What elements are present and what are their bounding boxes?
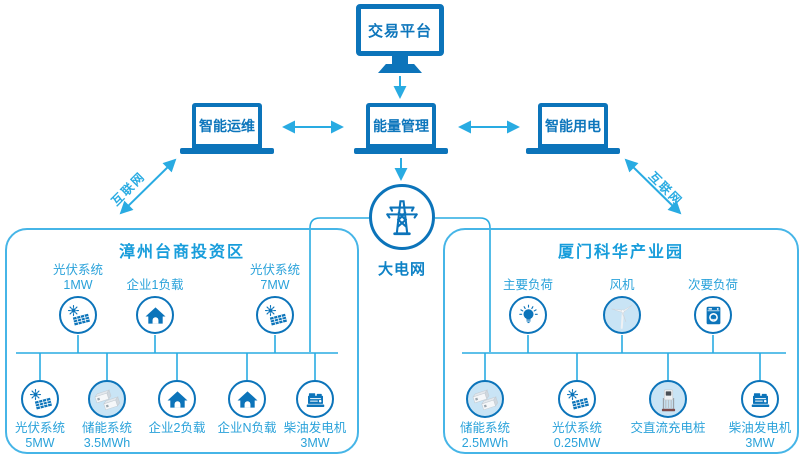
- node-main-load: 主要负荷: [483, 263, 573, 334]
- node-label-name: 光伏系统: [14, 421, 65, 435]
- smart-power-use-node: 智能用电: [526, 103, 620, 154]
- laptop-base: [354, 148, 448, 154]
- node-label-value: 3MW: [300, 436, 330, 450]
- smart-om-node: 智能运维: [180, 103, 274, 154]
- node-label-name: 风机: [609, 278, 635, 292]
- energy-management-label: 能量管理: [373, 117, 429, 134]
- node-charging-pile: 交直流充电桩: [623, 380, 713, 436]
- node-diesel-3mw-left: 柴油发电机 3MW: [270, 380, 360, 451]
- node-label: 风机: [609, 263, 634, 293]
- node-label-name: 柴油发电机: [283, 421, 347, 435]
- laptop-icon: 智能用电: [538, 103, 608, 148]
- node-secondary-load: 次要负荷: [668, 263, 758, 334]
- node-wind-turbine: 风机: [577, 263, 667, 334]
- node-label: 次要负荷: [688, 263, 738, 293]
- node-label: 主要负荷: [503, 263, 553, 293]
- node-label-value: 5MW: [25, 436, 55, 450]
- laptop-base: [526, 148, 620, 154]
- zhangzhou-park-title: 漳州台商投资区: [118, 244, 245, 261]
- laptop-base: [180, 148, 274, 154]
- charging-pile-icon: [649, 380, 687, 418]
- node-label-name: 企业2负载: [148, 421, 206, 435]
- node-diesel-3mw-right: 柴油发电机 3MW: [715, 380, 800, 451]
- node-label-name: 光伏系统: [249, 263, 300, 277]
- internet-label-right: 互联网: [645, 169, 686, 209]
- node-label: 企业1负载: [127, 263, 184, 293]
- battery-storage-icon: [466, 380, 504, 418]
- diesel-generator-icon: [296, 380, 334, 418]
- node-label-name: 企业1负载: [126, 278, 184, 292]
- node-pv-0p25mw: 光伏系统 0.25MW: [532, 380, 622, 451]
- power-grid-node: [369, 184, 435, 250]
- node-label: 储能系统 3.5MWh: [82, 421, 132, 451]
- smart-power-use-label: 智能用电: [545, 117, 601, 134]
- house-icon: [158, 380, 196, 418]
- house-icon: [228, 380, 266, 418]
- node-label-name: 光伏系统: [52, 263, 103, 277]
- pv-icon: [59, 296, 97, 334]
- node-label: 企业N负载: [217, 421, 276, 436]
- node-label-name: 企业N负载: [217, 421, 277, 435]
- node-label: 光伏系统 1MW: [53, 263, 103, 293]
- node-label-name: 交直流充电桩: [630, 421, 706, 435]
- xiamen-park-title: 厦门科华产业园: [557, 244, 684, 261]
- energy-management-node: 能量管理: [354, 103, 448, 154]
- bulb-icon: [509, 296, 547, 334]
- node-label-value: 1MW: [63, 278, 93, 292]
- zhangzhou-park-box: 漳州台商投资区: [5, 228, 359, 454]
- node-label: 柴油发电机 3MW: [284, 421, 347, 451]
- node-label: 光伏系统 0.25MW: [552, 421, 602, 451]
- node-label: 交直流充电桩: [630, 421, 705, 436]
- node-label-value: 7MW: [260, 278, 290, 292]
- monitor-stand: [392, 56, 408, 64]
- node-label: 储能系统 2.5MWh: [460, 421, 510, 451]
- node-enterprise2-load: 企业2负载: [132, 380, 222, 436]
- house-icon: [136, 296, 174, 334]
- node-label: 柴油发电机 3MW: [729, 421, 792, 451]
- node-label-name: 柴油发电机: [728, 421, 792, 435]
- wind-turbine-icon: [603, 296, 641, 334]
- trading-platform-node: 交易平台: [356, 4, 444, 73]
- node-label-value: 3.5MWh: [83, 436, 131, 450]
- monitor-base: [378, 64, 422, 73]
- transmission-tower-icon: [381, 196, 423, 238]
- pv-icon: [558, 380, 596, 418]
- diesel-generator-icon: [741, 380, 779, 418]
- smart-om-label: 智能运维: [199, 117, 255, 134]
- node-label-value: 3MW: [745, 436, 775, 450]
- node-label-name: 主要负荷: [502, 278, 553, 292]
- node-label: 企业2负载: [149, 421, 206, 436]
- node-pv-7mw: 光伏系统 7MW: [230, 263, 320, 334]
- node-pv-1mw: 光伏系统 1MW: [33, 263, 123, 334]
- node-label-name: 次要负荷: [687, 278, 738, 292]
- node-enterprise1-load: 企业1负载: [110, 263, 200, 334]
- laptop-icon: 能量管理: [366, 103, 436, 148]
- node-storage-2p5mwh: 储能系统 2.5MWh: [440, 380, 530, 451]
- washing-machine-icon: [694, 296, 732, 334]
- node-label-name: 光伏系统: [551, 421, 602, 435]
- node-label-name: 储能系统: [459, 421, 510, 435]
- pv-icon: [256, 296, 294, 334]
- node-label: 光伏系统 7MW: [250, 263, 300, 293]
- trading-platform-label: 交易平台: [367, 22, 432, 40]
- node-storage-3p5mwh: 储能系统 3.5MWh: [62, 380, 152, 451]
- monitor-icon: 交易平台: [356, 4, 444, 56]
- laptop-icon: 智能运维: [192, 103, 262, 148]
- pv-icon: [21, 380, 59, 418]
- node-label-value: 2.5MWh: [461, 436, 509, 450]
- node-pv-5mw: 光伏系统 5MW: [0, 380, 85, 451]
- node-label-name: 储能系统: [81, 421, 132, 435]
- xiamen-park-box: 厦门科华产业园: [443, 228, 799, 454]
- internet-label-left: 互联网: [108, 169, 149, 209]
- power-grid-label: 大电网: [377, 261, 426, 278]
- battery-storage-icon: [88, 380, 126, 418]
- node-label-value: 0.25MW: [553, 436, 601, 450]
- node-enterpriseN-load: 企业N负载: [202, 380, 292, 436]
- node-label: 光伏系统 5MW: [15, 421, 65, 451]
